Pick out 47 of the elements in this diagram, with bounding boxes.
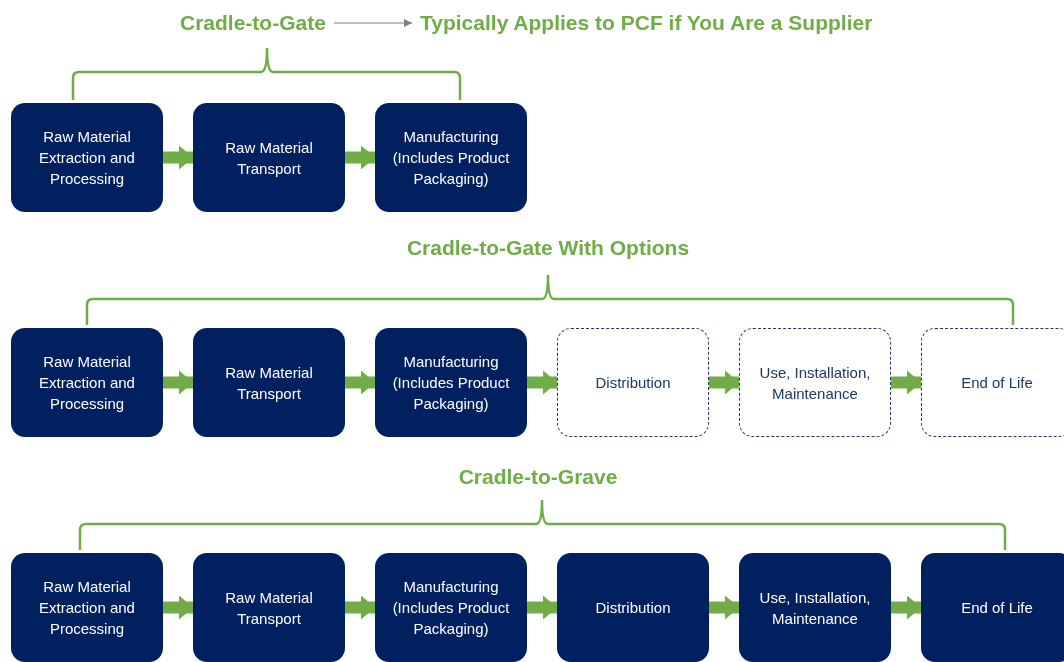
stage-label: Manufacturing (Includes Product Packaging) — [391, 577, 511, 639]
arrow — [709, 370, 739, 395]
optional-stage-box — [739, 328, 891, 437]
arrow — [527, 595, 557, 620]
stage-label: Manufacturing (Includes Product Packaging) — [391, 127, 511, 189]
arrow — [709, 595, 739, 620]
stage-box — [11, 328, 163, 437]
stage-label: Distribution — [595, 373, 671, 393]
stage-label: Raw Material Transport — [224, 587, 314, 629]
arrow — [527, 370, 557, 395]
stage-box — [375, 328, 527, 437]
heading: Typically Applies to PCF if You Are a Supplier — [420, 8, 873, 38]
arrow — [163, 145, 193, 170]
stage-label: Raw Material Extraction and Processing — [38, 577, 136, 639]
stage-box — [375, 103, 527, 212]
stage-box — [11, 553, 163, 662]
stage-label: Distribution — [595, 598, 671, 618]
section-heading: Cradle-to-Gate With Options — [406, 236, 690, 260]
stage-box — [375, 553, 527, 662]
stage-box — [557, 553, 709, 662]
stage-box — [11, 103, 163, 212]
stage-label: Raw Material Transport — [224, 362, 314, 404]
stage-box — [193, 103, 345, 212]
arrow — [891, 370, 921, 395]
section-heading: Cradle-to-Grave — [458, 465, 618, 489]
stage-label: End of Life — [961, 373, 1033, 393]
arrow — [345, 370, 375, 395]
stage-label: Raw Material Extraction and Processing — [38, 352, 136, 414]
arrow — [891, 595, 921, 620]
stage-box — [739, 553, 891, 662]
arrow — [163, 595, 193, 620]
stage-label: Raw Material Transport — [224, 137, 314, 179]
stage-box — [193, 553, 345, 662]
arrow — [163, 370, 193, 395]
arrow — [345, 145, 375, 170]
optional-stage-box — [557, 328, 709, 437]
optional-stage-box — [921, 328, 1064, 437]
stage-label: Use, Installation, Maintenance — [758, 362, 872, 404]
stage-label: Manufacturing (Includes Product Packaging) — [391, 352, 511, 414]
arrow — [345, 595, 375, 620]
stage-label: End of Life — [961, 598, 1033, 618]
heading: Cradle-to-Gate — [180, 8, 326, 38]
stage-label: Raw Material Extraction and Processing — [38, 127, 136, 189]
stage-label: Use, Installation, Maintenance — [758, 587, 872, 629]
arrow — [333, 19, 413, 27]
stage-box — [921, 553, 1064, 662]
stage-box — [193, 328, 345, 437]
